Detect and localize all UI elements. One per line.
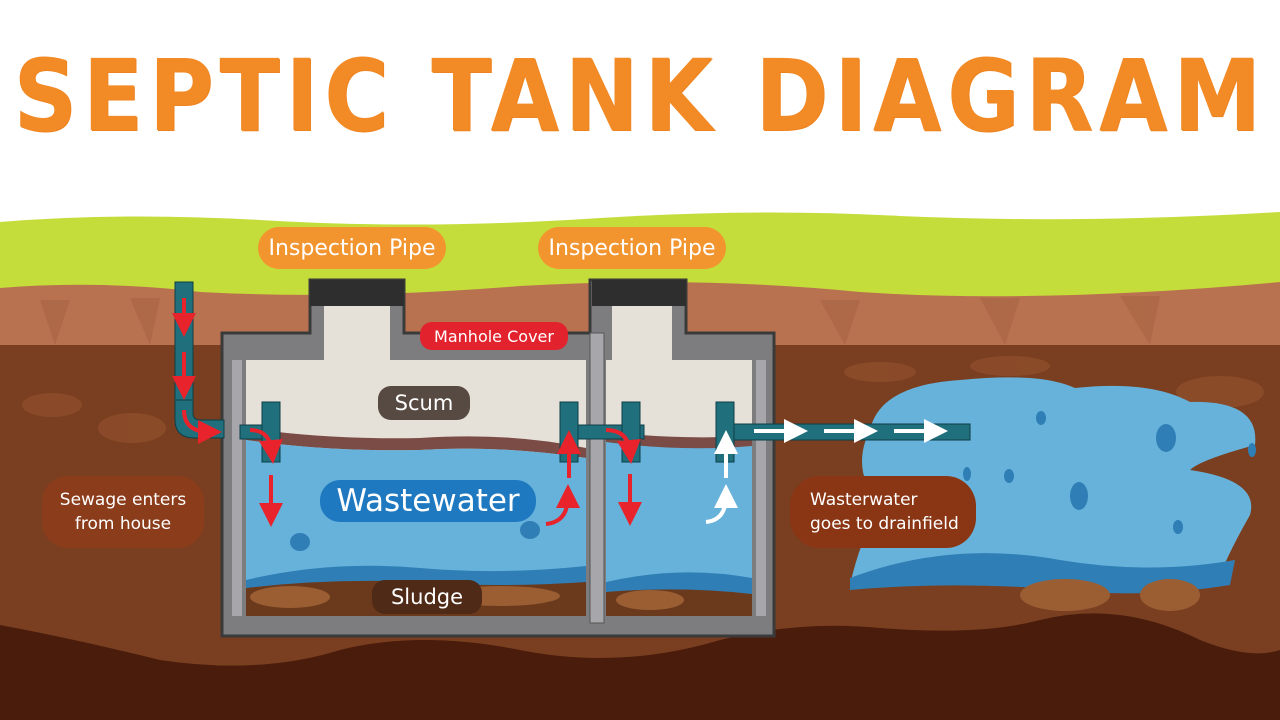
drainfield-line-2: goes to drainfield bbox=[810, 514, 959, 534]
flow-arrows-red bbox=[172, 298, 642, 527]
inspection-pipe-label-left: Inspection Pipe bbox=[258, 227, 446, 269]
scum-layer bbox=[246, 428, 586, 458]
manhole-cover-left bbox=[310, 280, 404, 306]
sewage-enters-label: Sewage enters from house bbox=[42, 476, 204, 548]
soil-pebbles bbox=[22, 356, 1264, 443]
deep-soil-layer bbox=[0, 613, 1280, 720]
septic-tank bbox=[220, 278, 776, 638]
chamber-secondary bbox=[606, 306, 766, 616]
sludge-label: Sludge bbox=[372, 580, 482, 614]
flow-arrows-white bbox=[705, 419, 948, 524]
drainfield-line-1: Wasterwater bbox=[810, 490, 918, 510]
drainfield-label: Wasterwater goes to drainfield bbox=[790, 476, 976, 548]
manhole-cover-right bbox=[592, 280, 686, 306]
sewage-enters-line-1: Sewage enters bbox=[59, 490, 187, 510]
topsoil-streaks bbox=[40, 296, 1160, 345]
manhole-cover-label: Manhole Cover bbox=[420, 322, 568, 350]
wastewater-label: Wastewater bbox=[320, 480, 536, 522]
sewage-enters-line-2: from house bbox=[74, 514, 172, 534]
diagram-title: SEPTIC TANK DIAGRAM bbox=[13, 38, 1267, 154]
baffle-wall bbox=[589, 332, 605, 624]
inspection-pipe-label-right: Inspection Pipe bbox=[538, 227, 726, 269]
scum-label: Scum bbox=[378, 386, 470, 420]
